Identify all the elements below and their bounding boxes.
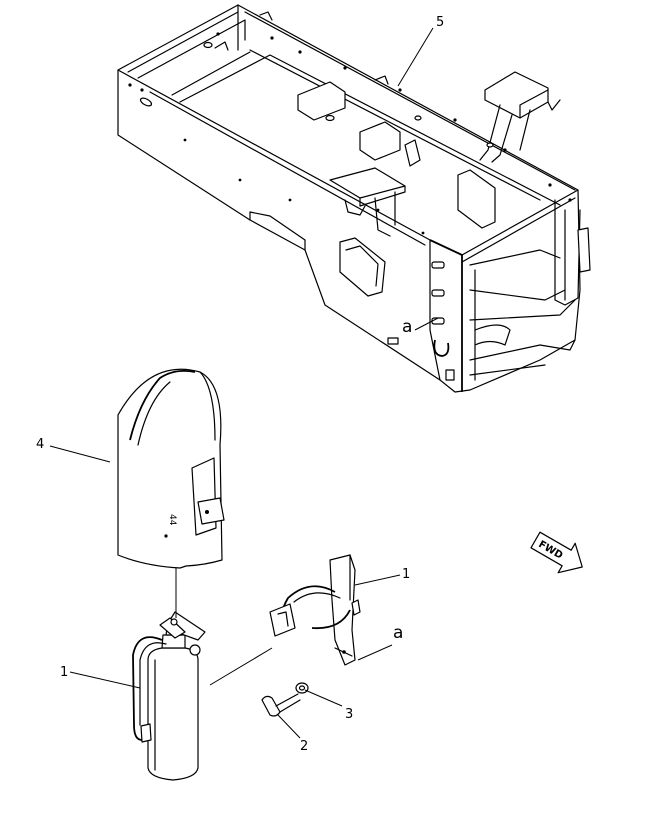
ref-letter-frame: a	[402, 317, 412, 337]
mounting-bracket	[269, 554, 361, 666]
cover-stencil-text: 44	[167, 514, 177, 526]
washer	[295, 682, 309, 694]
callout-1-extinguisher: 1	[60, 665, 68, 680]
frame-assembly	[117, 4, 591, 393]
callout-4: 4	[36, 437, 44, 452]
leader-lines	[49, 27, 439, 739]
callout-3: 3	[345, 707, 353, 722]
ref-letter-bracket: a	[393, 623, 403, 643]
callout-2: 2	[300, 739, 308, 754]
callout-1-bracket: 1	[402, 567, 410, 582]
bolt	[261, 693, 301, 717]
callout-5: 5	[436, 15, 444, 30]
extinguisher-cover: 44	[117, 368, 225, 569]
fire-extinguisher	[132, 611, 206, 781]
forward-direction-arrow: FWD	[530, 531, 583, 574]
